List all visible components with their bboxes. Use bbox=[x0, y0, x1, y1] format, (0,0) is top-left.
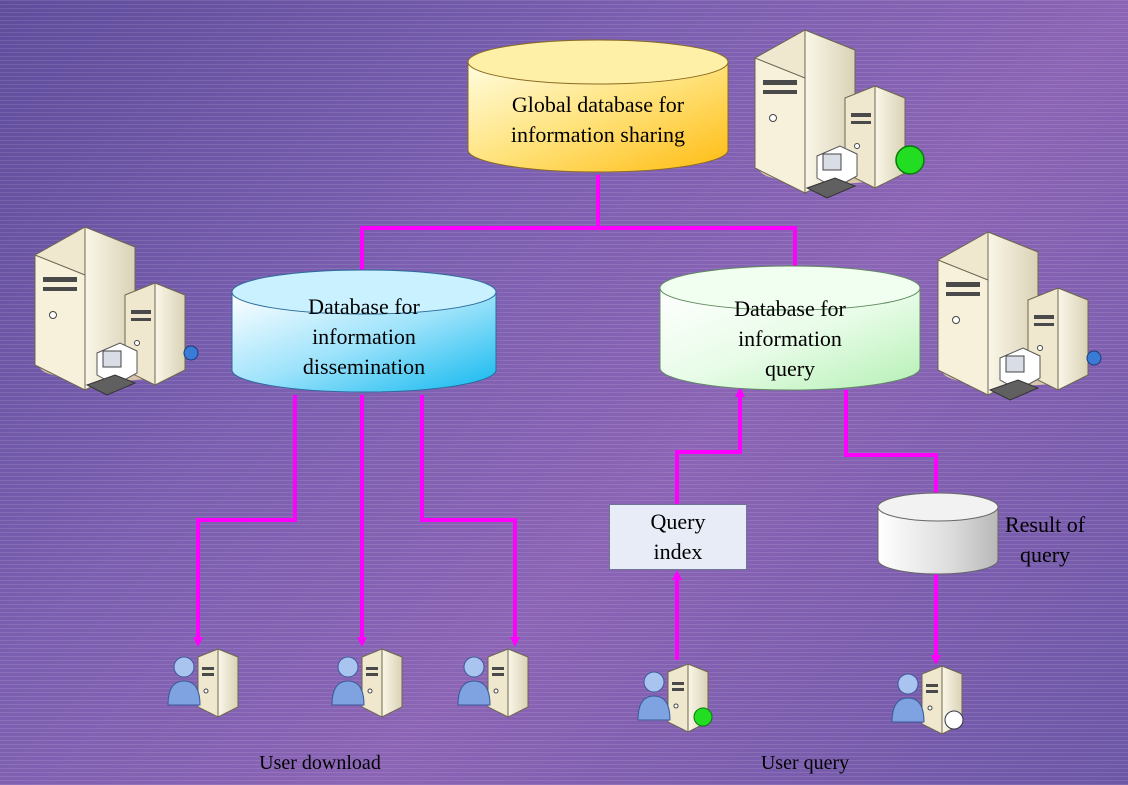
globe-icon bbox=[1086, 350, 1102, 366]
global-database-label: Global database for information sharing bbox=[510, 92, 686, 147]
status-dot-icon bbox=[895, 145, 925, 175]
query-database-label: Database for information query bbox=[734, 296, 846, 381]
result-database-cylinder bbox=[877, 492, 999, 575]
global-database-cylinder bbox=[467, 39, 729, 173]
user-workstation-icon bbox=[637, 663, 713, 733]
user-workstation-icon bbox=[891, 665, 964, 735]
user-workstation-icon bbox=[457, 648, 529, 718]
connectors bbox=[193, 175, 941, 665]
server-tower-icon bbox=[34, 226, 199, 396]
result-of-query-label: Result of query bbox=[1004, 512, 1086, 567]
arrow-dissemination-to-user-1 bbox=[193, 395, 297, 647]
arrow-dissemination-to-user-3 bbox=[420, 395, 520, 647]
server-tower-icon bbox=[754, 29, 925, 199]
user-query-caption: User query bbox=[760, 752, 850, 774]
user-download-caption: User download bbox=[259, 752, 381, 774]
user-workstation-icon bbox=[331, 648, 403, 718]
globe-icon bbox=[944, 710, 964, 730]
status-dot-icon bbox=[693, 707, 713, 727]
dissemination-database-cylinder bbox=[231, 269, 497, 393]
globe-icon bbox=[183, 345, 199, 361]
user-workstation-icon bbox=[167, 648, 239, 718]
arrow-query-db-to-result bbox=[844, 390, 941, 505]
dissemination-database-label: Database for information dissemination bbox=[302, 294, 426, 379]
arrow-query-index-to-query-db bbox=[675, 387, 745, 504]
server-tower-icon bbox=[937, 231, 1102, 401]
query-database-cylinder bbox=[659, 265, 921, 391]
query-index-label: Query index bbox=[650, 509, 706, 564]
arrow-global-to-dissemination bbox=[357, 175, 600, 285]
arrow-global-to-query bbox=[598, 226, 800, 285]
query-index-box: Query index bbox=[609, 504, 747, 570]
